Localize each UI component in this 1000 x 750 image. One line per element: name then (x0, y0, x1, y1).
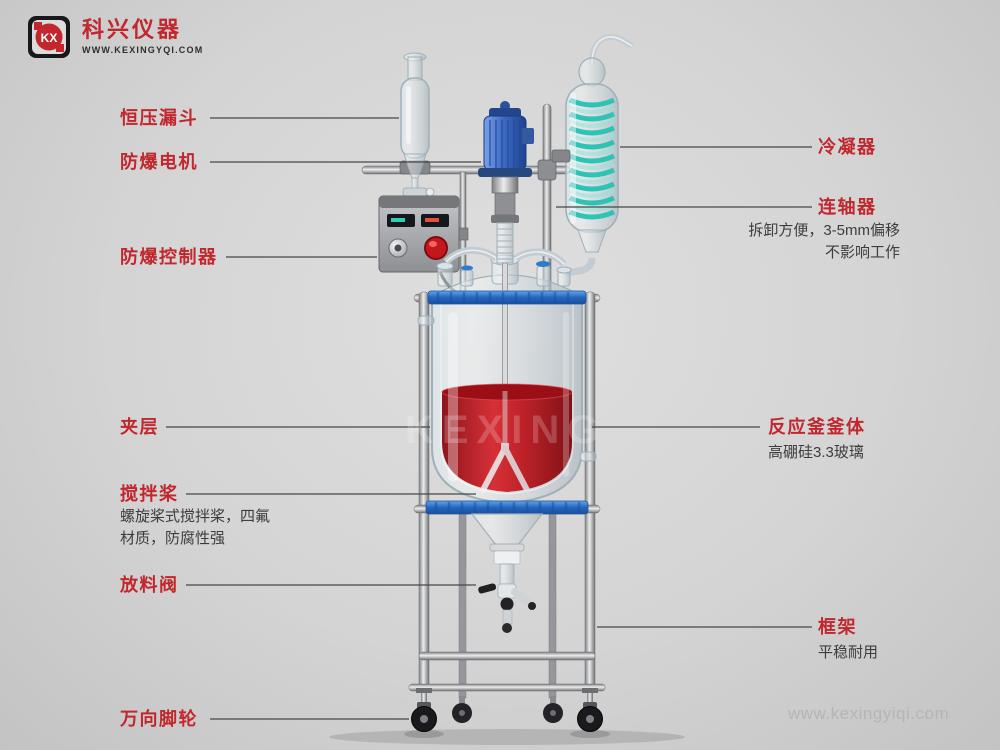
brand-name: 科兴仪器 (82, 17, 183, 43)
top-flange (427, 290, 587, 305)
stirrer-paddle (480, 391, 530, 493)
rear-casters (452, 511, 563, 723)
front-casters (411, 688, 603, 732)
callout-frame: 框架 (818, 617, 857, 637)
brand-logo-monogram: KX (41, 31, 58, 45)
brand-logo: KX 科兴仪器 WWW.KEXINGYQI.COM (26, 14, 203, 60)
leader-lines (166, 117, 812, 720)
callout-reactor-body: 反应釜釜体 (768, 417, 866, 437)
jacket-inlet-nozzle (417, 315, 435, 326)
stirrer-shaft (502, 262, 508, 392)
liquid (441, 383, 573, 492)
emergency-stop-button (424, 236, 448, 260)
explosion-proof-motor (478, 101, 534, 264)
shaft-coupling (491, 176, 519, 223)
vessel-watermark: KEXING (405, 408, 607, 452)
condenser-coil (568, 97, 616, 220)
jacket-outlet-nozzle (579, 451, 597, 462)
bottom-flange (413, 500, 601, 515)
glass-highlights (448, 312, 569, 482)
brand-website: WWW.KEXINGYQI.COM (82, 44, 204, 55)
callout-coupling: 连轴器 (818, 197, 877, 217)
discharge-valve (470, 513, 544, 633)
callout-stirring-paddle: 搅拌桨 (120, 484, 179, 504)
callout-stirring-paddle-desc-line1: 螺旋桨式搅拌桨，四氟 (120, 508, 271, 525)
callout-coupling-desc-line1: 拆卸方便，3-5mm偏移 (748, 222, 900, 239)
callout-stirring-paddle-desc-line2: 材质，防腐性强 (120, 530, 226, 547)
frame-crossbars (408, 651, 606, 692)
callout-explosion-proof-motor: 防爆电机 (120, 152, 198, 172)
callout-frame-desc: 平稳耐用 (818, 644, 879, 661)
callout-universal-casters: 万向脚轮 (120, 709, 198, 729)
callout-stirring-paddle-desc: 螺旋桨式搅拌桨，四氟 材质，防腐性强 (120, 506, 270, 550)
brand-logo-icon: KX (28, 16, 70, 58)
callout-jacket: 夹层 (120, 417, 159, 437)
callout-explosion-proof-controller: 防爆控制器 (120, 247, 218, 267)
callout-condenser: 冷凝器 (818, 137, 877, 157)
controller-box (378, 195, 471, 300)
bellows-seal (496, 222, 514, 264)
footer-watermark: www.kexingyiqi.com (788, 704, 950, 723)
callout-constant-pressure-funnel: 恒压漏斗 (120, 108, 198, 128)
callout-coupling-desc: 拆卸方便，3-5mm偏移 不影响工作 (700, 220, 900, 264)
floor-shadow (329, 729, 685, 745)
callout-coupling-desc-line2: 不影响工作 (824, 244, 900, 261)
callout-discharge-valve: 放料阀 (120, 575, 179, 595)
condenser (551, 34, 634, 276)
callout-reactor-body-desc: 高硼硅3.3玻璃 (768, 444, 864, 461)
